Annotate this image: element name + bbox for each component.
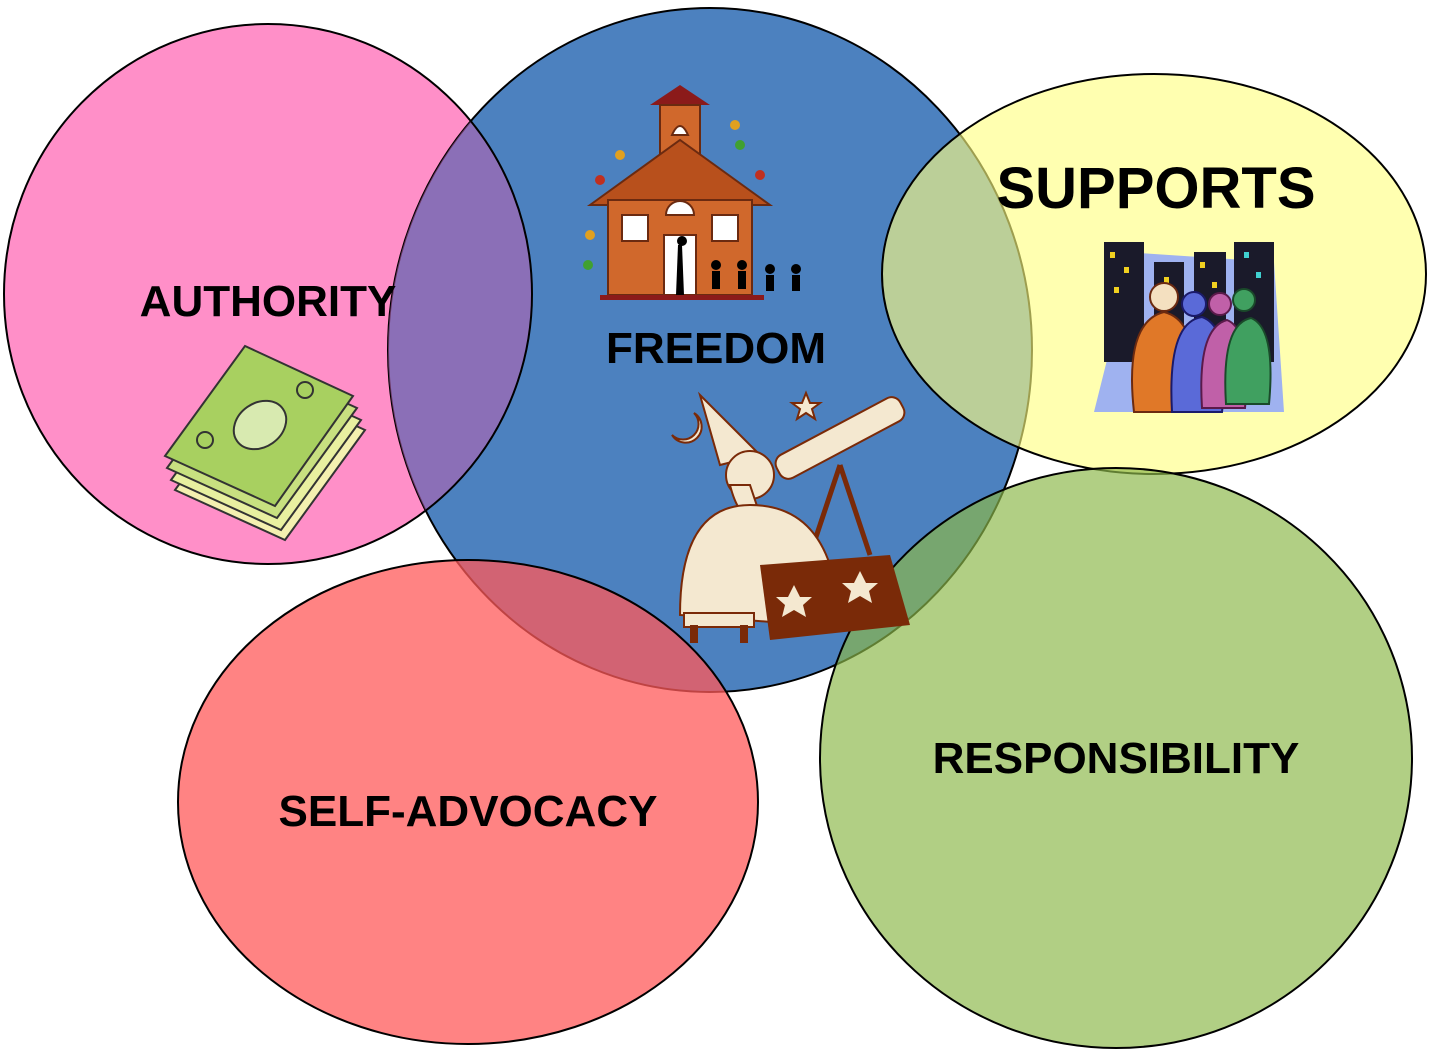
- circle-responsibility: [819, 467, 1413, 1049]
- label-freedom: FREEDOM: [606, 324, 826, 373]
- people-city-icon: [1094, 242, 1284, 413]
- label-authority: AUTHORITY: [140, 277, 397, 326]
- money-stack-icon: [163, 344, 367, 542]
- circle-self-advocacy: [177, 559, 759, 1045]
- label-supports: SUPPORTS: [996, 156, 1315, 221]
- label-self-advocacy: SELF-ADVOCACY: [279, 787, 658, 836]
- label-responsibility: RESPONSIBILITY: [933, 734, 1300, 783]
- astronomer-telescope-icon: [671, 390, 910, 643]
- schoolhouse-icon: [583, 85, 801, 300]
